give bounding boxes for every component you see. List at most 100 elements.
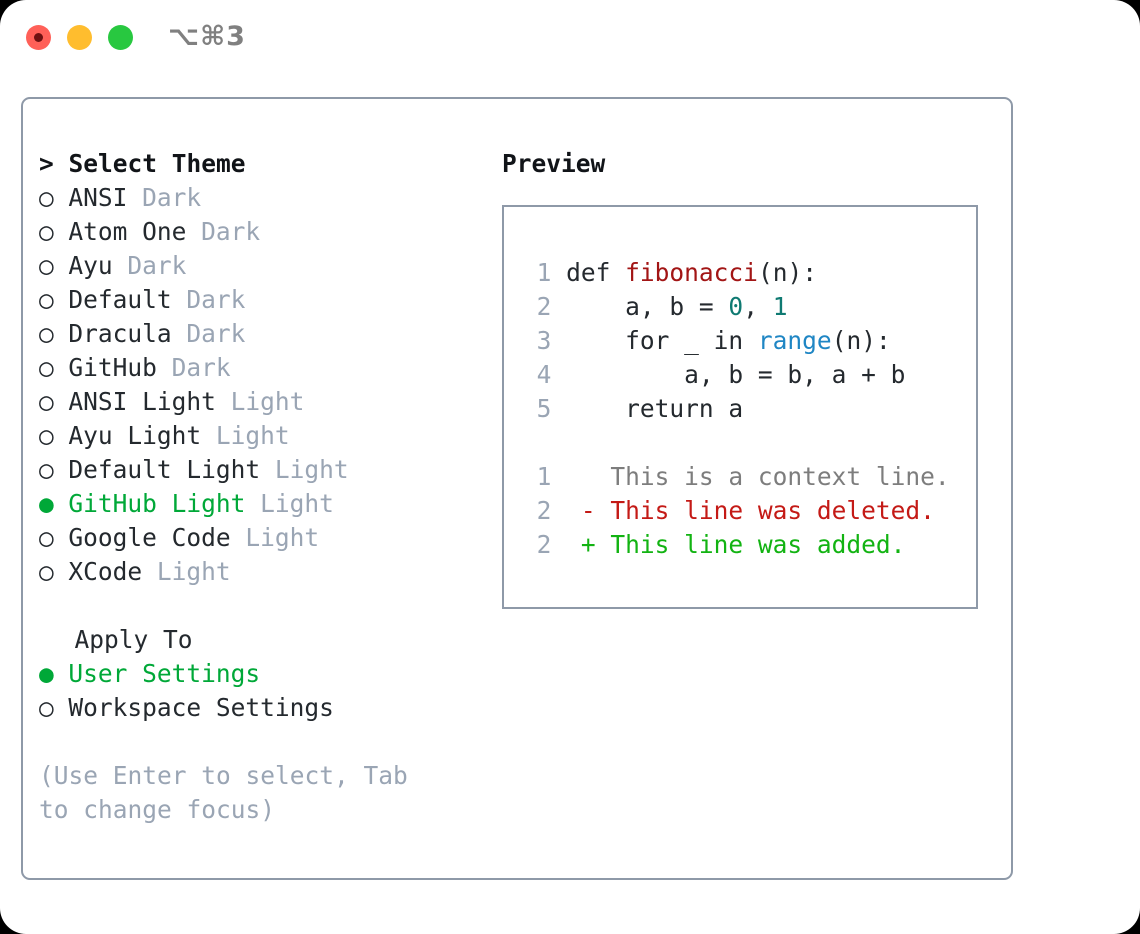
code-token-num: 0	[728, 292, 744, 321]
code-token-plain: def	[566, 258, 626, 287]
radio-selected-icon: ●	[39, 489, 54, 518]
minimize-window-button[interactable]	[67, 25, 92, 50]
code-token-plain: (n):	[831, 326, 891, 355]
theme-option-ayu-light[interactable]: ○ Ayu Light Light	[39, 419, 479, 453]
line-number: 2	[536, 530, 552, 559]
theme-list[interactable]: ○ ANSI Dark ○ Atom One Dark ○ Ayu Dark ○ Defaul…	[39, 181, 479, 589]
radio-unselected-icon: ○	[39, 455, 54, 484]
radio-unselected-icon: ○	[39, 285, 54, 314]
apply-to-label: Workspace Settings	[68, 693, 334, 722]
radio-unselected-icon: ○	[39, 421, 54, 450]
line-number: 5	[536, 394, 552, 423]
radio-unselected-icon: ○	[39, 387, 54, 416]
line-number: 1	[536, 462, 552, 491]
theme-name-label: Default Light	[68, 455, 261, 484]
keyboard-hint-text: (Use Enter to select, Tab to change focu…	[39, 761, 408, 824]
theme-option-atom-one[interactable]: ○ Atom One Dark	[39, 215, 479, 249]
line-number: 1	[536, 258, 552, 287]
line-number: 4	[536, 360, 552, 389]
theme-variant-label: Light	[260, 455, 349, 484]
apply-to-header: Apply To	[74, 625, 193, 654]
theme-variant-label: Dark	[156, 353, 231, 382]
apply-to-list[interactable]: ● User Settings ○ Workspace Settings	[39, 657, 479, 725]
radio-unselected-icon: ○	[39, 183, 54, 212]
theme-variant-label: Dark	[171, 285, 246, 314]
theme-variant-label: Light	[230, 523, 320, 552]
preview-header: Preview	[502, 149, 606, 178]
theme-variant-label: Dark	[186, 217, 261, 246]
theme-name-label: Google Code	[68, 523, 231, 552]
code-line: 1 def fibonacci(n):	[522, 256, 972, 290]
code-token-plain: ,	[743, 292, 773, 321]
content-panel: > Select Theme ○ANSI Dark○Atom One Dark○…	[21, 97, 1013, 880]
radio-unselected-icon: ○	[39, 217, 54, 246]
code-token-builtin: range	[757, 326, 832, 355]
theme-selector-column: > Select Theme ○ANSI Dark○Atom One Dark○…	[39, 147, 479, 827]
theme-variant-label: Dark	[127, 183, 202, 212]
keyboard-shortcut-label: ⌥⌘3	[168, 21, 246, 52]
theme-option-xcode[interactable]: ○XCode Light	[39, 555, 479, 589]
radio-unselected-icon: ○	[39, 251, 54, 280]
title-bar: ⌥⌘3	[0, 0, 1140, 80]
code-token-plain: a, b =	[566, 292, 729, 321]
diff-text: + This line was added.	[580, 530, 906, 559]
apply-to-option-user-settings[interactable]: ● User Settings	[39, 657, 479, 691]
code-line: 5 return a	[522, 392, 972, 426]
theme-option-ayu[interactable]: ○ Ayu Dark	[39, 249, 479, 283]
code-token-plain: a, b = b, a + b	[566, 360, 906, 389]
code-line: 3 for _ in range(n):	[522, 324, 972, 358]
theme-variant-label: Dark	[112, 251, 187, 280]
theme-name-label: Atom One	[68, 217, 187, 246]
code-line: 4 a, b = b, a + b	[522, 358, 972, 392]
maximize-window-button[interactable]	[108, 25, 133, 50]
theme-variant-label: Dark	[171, 319, 246, 348]
diff-text: This is a context line.	[580, 462, 950, 491]
theme-name-label: ANSI	[68, 183, 128, 212]
spacer	[39, 589, 479, 623]
theme-name-label: GitHub Light	[68, 489, 246, 518]
radio-selected-icon: ●	[39, 659, 54, 688]
window-controls	[26, 25, 133, 50]
radio-unselected-icon: ○	[39, 557, 54, 586]
theme-option-ansi-light[interactable]: ○ANSI Light Light	[39, 385, 479, 419]
theme-name-label: GitHub	[68, 353, 157, 382]
diff-line-ctx: 1 This is a context line.	[522, 460, 972, 494]
diff-line-del: 2 - This line was deleted.	[522, 494, 972, 528]
apply-to-option-workspace-settings[interactable]: ○ Workspace Settings	[39, 691, 479, 725]
preview-column: Preview 1 def fibonacci(n):2 a, b = 0, 1…	[502, 147, 992, 609]
diff-text: - This line was deleted.	[580, 496, 935, 525]
line-number: 3	[536, 326, 552, 355]
apply-to-label: User Settings	[68, 659, 261, 688]
radio-unselected-icon: ○	[39, 353, 54, 382]
radio-unselected-icon: ○	[39, 523, 54, 552]
code-token-num: 1	[772, 292, 788, 321]
theme-name-label: ANSI Light	[68, 387, 216, 416]
radio-unselected-icon: ○	[39, 693, 54, 722]
theme-name-label: Ayu Light	[68, 421, 202, 450]
theme-option-google-code[interactable]: ○ Google Code Light	[39, 521, 479, 555]
line-number: 2	[536, 292, 552, 321]
theme-variant-label: Light	[142, 557, 231, 586]
code-sample: 1 def fibonacci(n):2 a, b = 0, 1 3 for _ …	[522, 256, 972, 426]
theme-option-ansi[interactable]: ○ ANSI Dark	[39, 181, 479, 215]
code-diff-spacer	[522, 426, 972, 460]
theme-name-label: Ayu	[68, 251, 113, 280]
theme-option-default[interactable]: ○ Default Dark	[39, 283, 479, 317]
theme-option-github[interactable]: ○ GitHub Dark	[39, 351, 479, 385]
radio-unselected-icon: ○	[39, 319, 54, 348]
line-number: 2	[536, 496, 552, 525]
diff-sample: 1 This is a context line.2 - This line w…	[522, 460, 972, 562]
close-window-button[interactable]	[26, 25, 51, 50]
theme-option-default-light[interactable]: ○ Default Light Light	[39, 453, 479, 487]
theme-option-github-light[interactable]: ● GitHub Light Light	[39, 487, 479, 521]
code-token-plain: return a	[566, 394, 744, 423]
select-theme-header: > Select Theme	[39, 149, 246, 178]
theme-variant-label: Light	[245, 489, 334, 518]
code-token-plain: for _ in	[566, 326, 758, 355]
theme-name-label: Default	[68, 285, 172, 314]
code-token-plain: (n):	[757, 258, 817, 287]
theme-option-dracula[interactable]: ○Dracula Dark	[39, 317, 479, 351]
theme-variant-label: Light	[201, 421, 290, 450]
